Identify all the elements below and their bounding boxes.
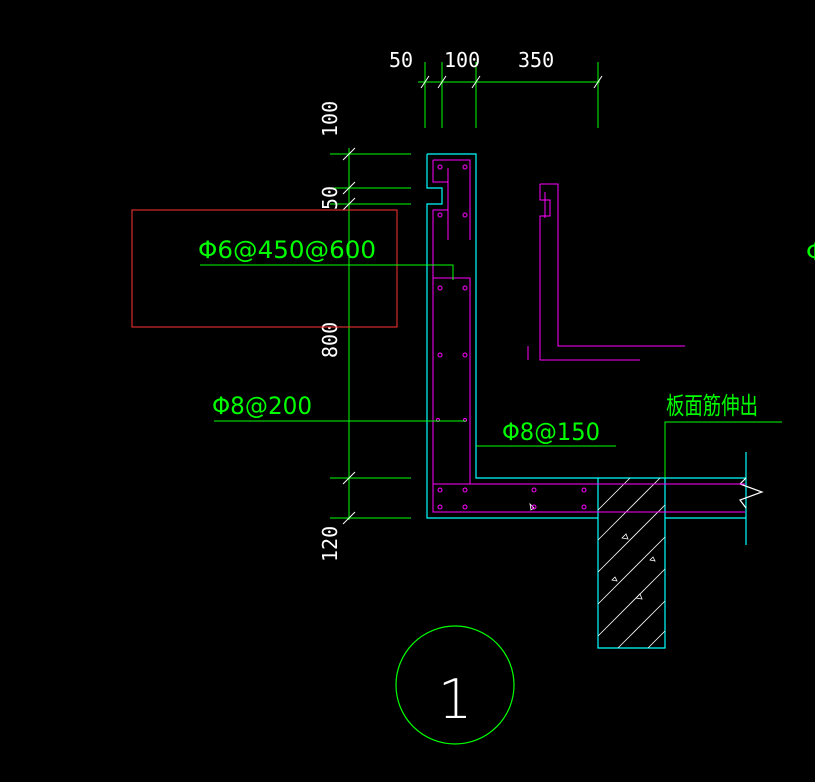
label-distribution-rebar: Φ6@450@600 xyxy=(198,236,376,264)
dim-top-350: 350 xyxy=(518,48,554,72)
support-wall-hatch xyxy=(597,477,666,649)
dim-top-50: 50 xyxy=(389,48,413,72)
rebar-dots xyxy=(436,164,587,510)
rebar-cage xyxy=(432,159,745,513)
top-dimension-chain xyxy=(418,62,603,128)
highlight-box xyxy=(131,209,398,328)
label-slab-extension: 板面筋伸出 xyxy=(666,392,758,420)
left-dimension-chain xyxy=(330,147,411,525)
detail-circle xyxy=(395,625,515,745)
label-cut-off-right: Φ xyxy=(806,238,815,266)
dim-left-120: 120 xyxy=(318,526,342,562)
detail-number: 1 xyxy=(438,668,472,731)
dim-top-100: 100 xyxy=(444,48,480,72)
dim-left-800: 800 xyxy=(318,322,342,358)
dim-left-50: 50 xyxy=(318,186,342,210)
concrete-section-outline xyxy=(426,153,764,649)
label-wall-vertical-rebar: Φ8@200 xyxy=(212,392,312,420)
leader-lines xyxy=(200,264,782,478)
dim-left-100: 100 xyxy=(318,101,342,137)
label-horizontal-rebar: Φ8@150 xyxy=(502,418,600,446)
